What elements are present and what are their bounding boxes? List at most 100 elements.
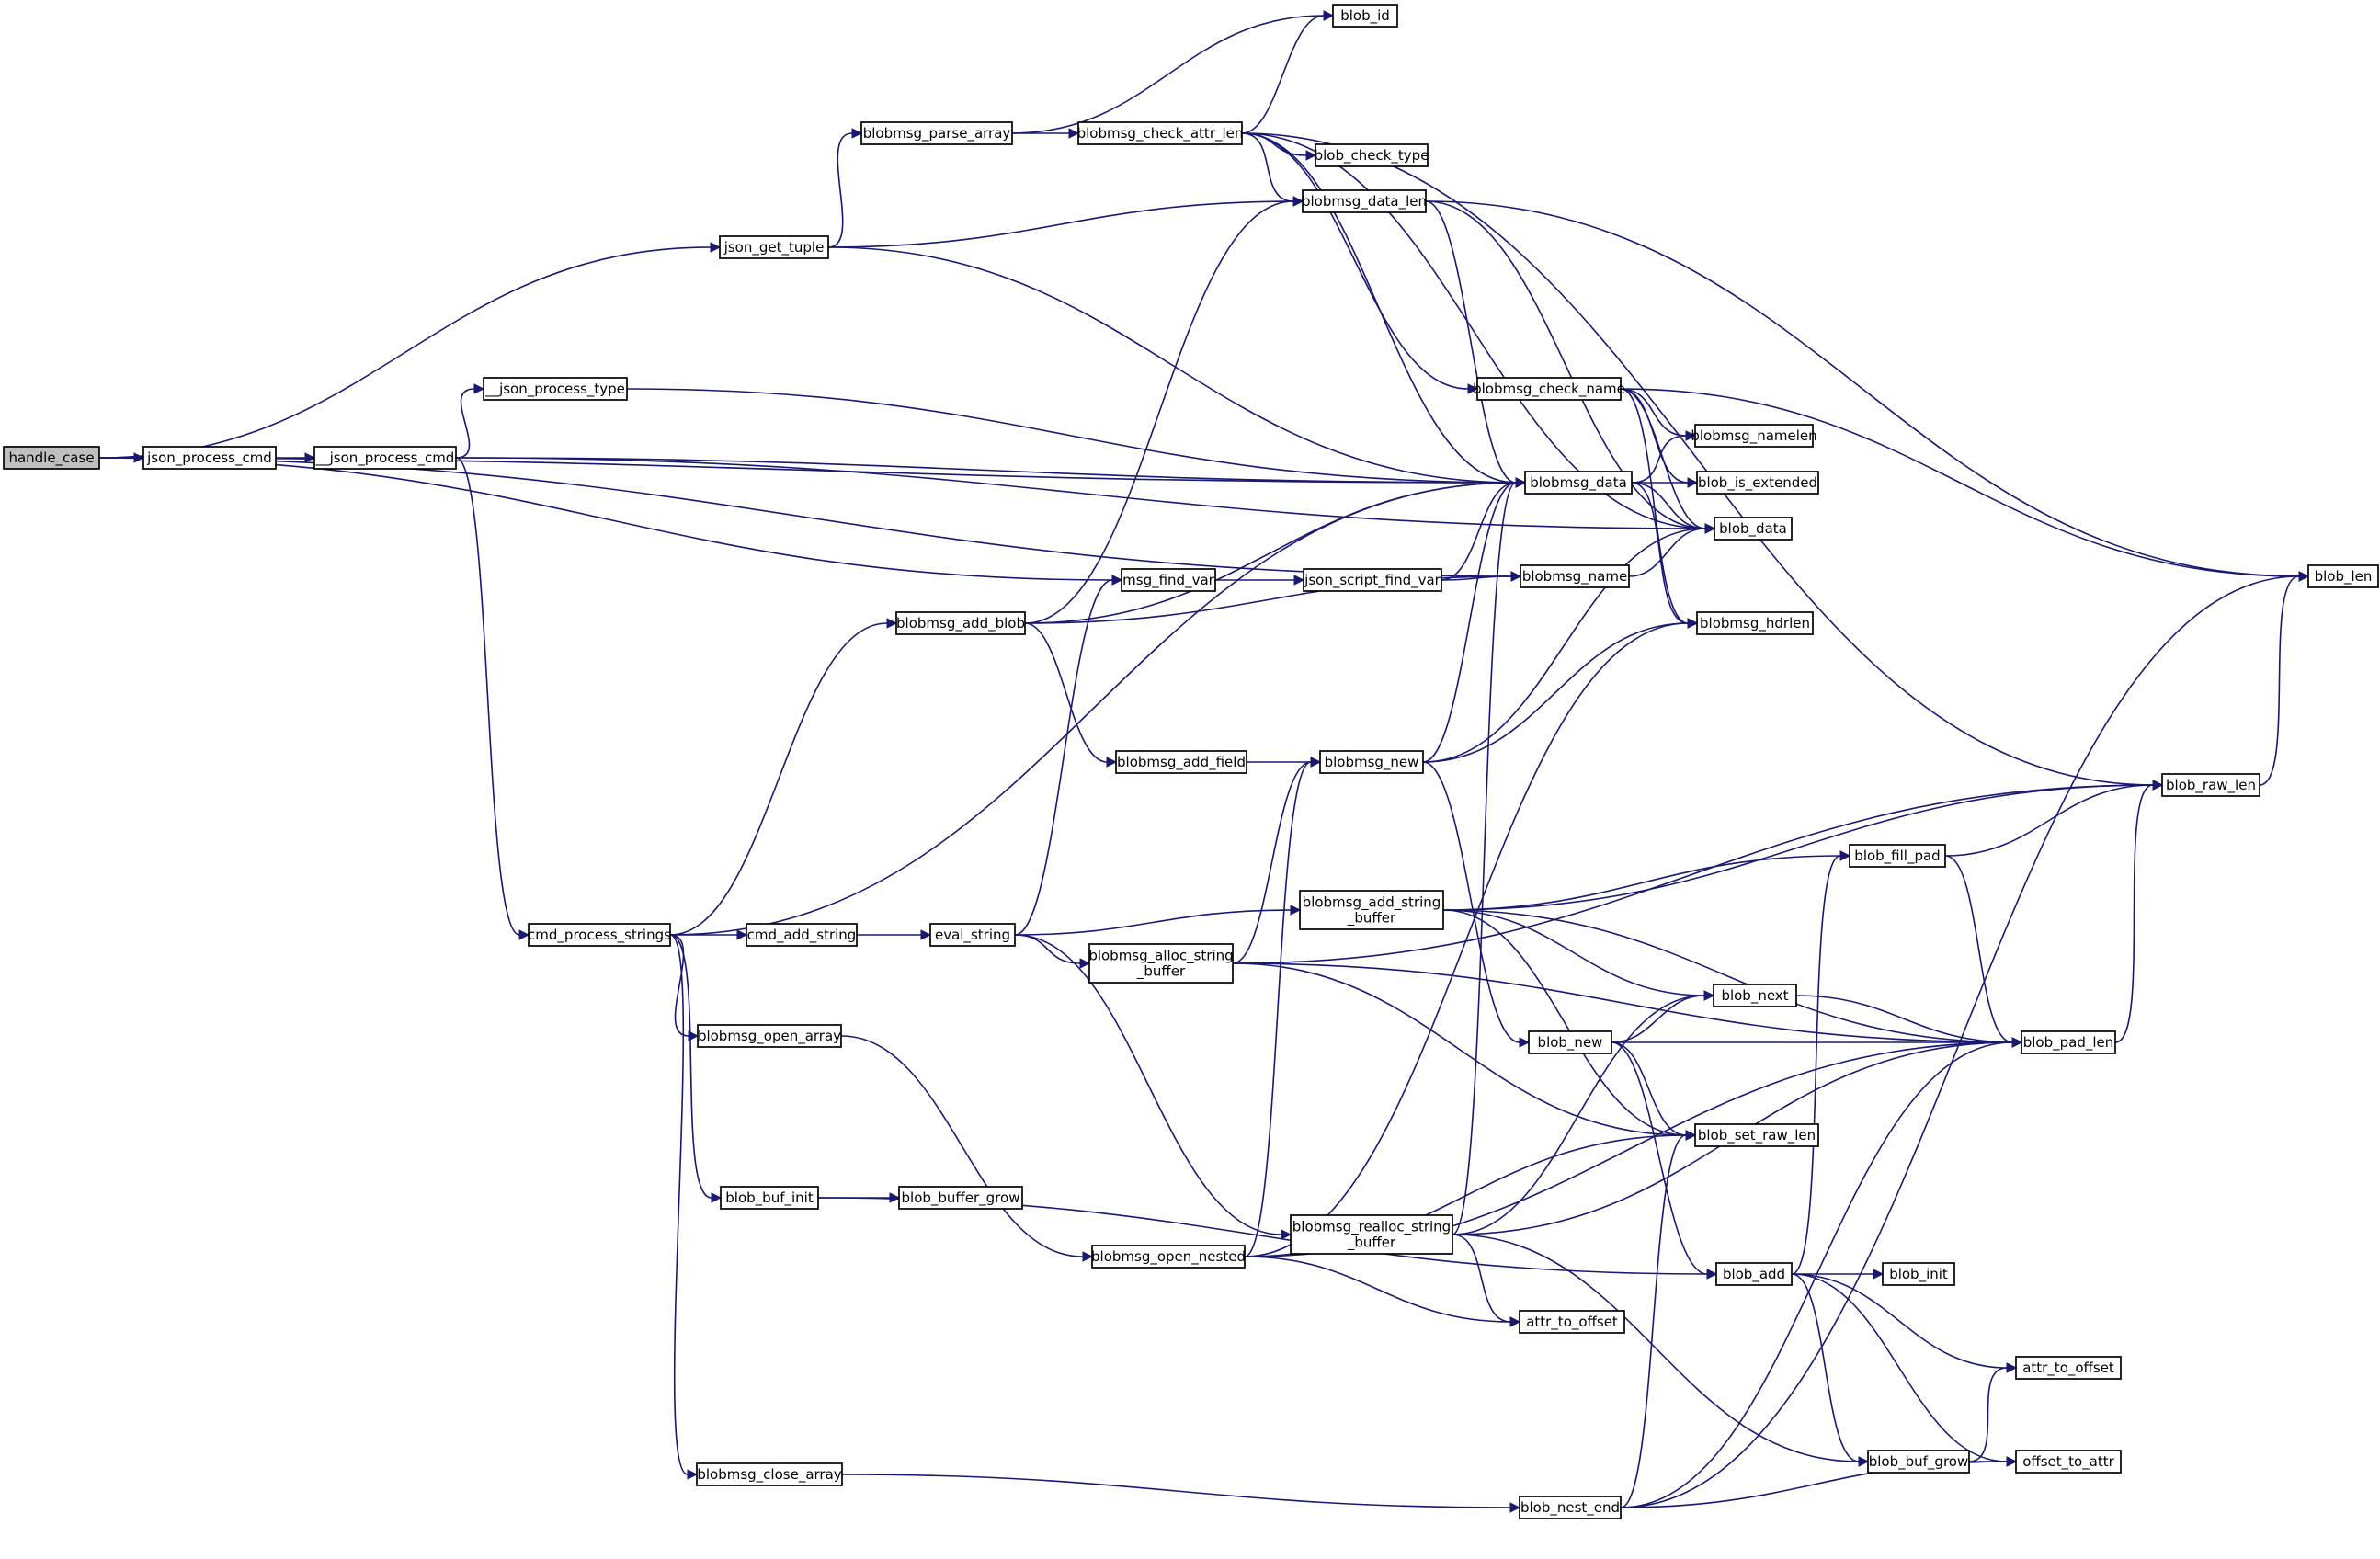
edge-line [1441,482,1517,581]
node-attr-to-offset-2[interactable]: attr_to_offset [2015,1356,2122,1380]
node-box [895,611,1026,635]
node-msg-find-var[interactable]: msg_find_var [1121,568,1216,592]
node-box [1319,750,1424,774]
node-blobmsg-name[interactable]: blobmsg_name [1520,564,1630,588]
node-blob-raw-len[interactable]: blob_raw_len [2161,773,2260,797]
node-blob-set-raw-len[interactable]: blob_set_raw_len [1694,1123,1819,1147]
edge-line [1241,132,1469,390]
node-blobmsg-add-field[interactable]: blobmsg_add_field [1115,750,1247,774]
node-label: blobmsg_check_attr_len [1077,125,1244,142]
node-blobmsg-check-name[interactable]: blobmsg_check_name [1473,377,1625,401]
edge-line [827,200,1294,248]
edge-blobmsg_open_nested-to-blobmsg_new [1244,757,1322,1257]
node-label: blobmsg_namelen [1691,427,1816,445]
node-blobmsg-check-attr-len[interactable]: blobmsg_check_attr_len [1077,121,1244,145]
edge-line [1244,1256,1511,1323]
node-blob-add[interactable]: blob_add [1715,1262,1793,1286]
edge-blobmsg_close_array-to-blob_nest_end [841,1474,1521,1513]
node-blob-id[interactable]: blob_id [1332,4,1398,28]
node-label: json_get_tuple [723,239,825,256]
node-blobmsg-parse-array[interactable]: blobmsg_parse_array [860,121,1013,145]
node-box [1088,943,1234,984]
node-blobmsg-open-nested[interactable]: blobmsg_open_nested [1091,1245,1246,1269]
edge-line [1611,1041,1708,1275]
node-attr-to-offset-1[interactable]: attr_to_offset [1519,1310,1625,1334]
node-blobmsg-close-array[interactable]: blobmsg_close_array [696,1462,843,1486]
node-blob-next[interactable]: blob_next [1713,984,1797,1007]
node-blob-buf-init[interactable]: blob_buf_init [720,1186,819,1210]
node---json-process-cmd[interactable]: __json_process_cmd [313,446,457,470]
edge-line [1620,388,1706,529]
node-box [528,923,671,947]
node-blobmsg-data-len[interactable]: blobmsg_data_len [1302,189,1427,213]
node-cmd-add-string[interactable]: cmd_add_string [746,923,858,947]
edge-arrowhead [1082,1251,1094,1262]
node-blobmsg-open-array[interactable]: blobmsg_open_array [697,1024,842,1048]
edge-blob_pad_len-to-blob_raw_len [2114,780,2164,1043]
node-box [2015,1450,2122,1474]
node-label: blob_check_type [1315,147,1429,165]
edge-line [455,388,475,459]
node-blobmsg-add-string-buffer[interactable]: blobmsg_add_string_buffer [1299,890,1444,930]
node-handle-case[interactable]: handle_case [3,446,100,470]
node-label: blobmsg_open_array [698,1028,841,1045]
node-json-get-tuple[interactable]: json_get_tuple [719,235,829,259]
node-json-process-cmd[interactable]: json_process_cmd [142,446,277,470]
edge-arrowhead [1106,757,1118,768]
edge-blobmsg_alloc_string_buffer-to-blobmsg_new [1232,757,1322,964]
node-label: attr_to_offset [1526,1314,1618,1331]
node-blobmsg-alloc-string-buffer[interactable]: blobmsg_alloc_string_buffer [1088,943,1234,984]
node-blob-new[interactable]: blob_new [1528,1030,1612,1054]
node-label: handle_case [8,449,94,467]
node-blobmsg-new[interactable]: blobmsg_new [1319,750,1424,774]
edge-blobmsg_alloc_string_buffer-to-blob_pad_len [1232,962,2023,1048]
edge-blobmsg_check_attr_len-to-blobmsg_data [1241,132,1527,488]
node-blobmsg-data[interactable]: blobmsg_data [1524,471,1633,495]
node-box [1077,121,1243,145]
node-blob-check-type[interactable]: blob_check_type [1315,143,1429,167]
node-blob-buffer-grow[interactable]: blob_buffer_grow [898,1186,1023,1210]
node-cmd-process-strings[interactable]: cmd_process_strings [528,923,671,947]
node-label: cmd_add_string [747,927,857,944]
node-label: blobmsg_add_string [1303,894,1441,912]
node-offset-to-attr[interactable]: offset_to_attr [2015,1450,2122,1474]
edge-arrowhead [1687,477,1699,488]
node-blobmsg-realloc-string-buffer[interactable]: blobmsg_realloc_string_buffer [1290,1214,1453,1255]
node-blob-data[interactable]: blob_data [1714,517,1793,541]
edge-handle_case-to-json_get_tuple [98,242,722,459]
node-blob-pad-len[interactable]: blob_pad_len [2021,1030,2116,1054]
edge-line [1631,482,1706,529]
node-box [1528,1030,1612,1054]
node-box [1121,568,1216,592]
node-blob-len[interactable]: blob_len [2307,564,2379,588]
node---json-process-type[interactable]: __json_process_type [483,377,628,401]
edge-blobmsg_data-to-blob_is_extended [1632,477,1699,488]
edge-blobmsg_check_attr_len-to-blob_id [1241,10,1335,134]
edge-arrowhead [886,618,898,629]
node-blob-init[interactable]: blob_init [1882,1262,1955,1286]
edge-line [1241,132,1294,202]
edge-__json_process_type-to-blobmsg_data [626,388,1527,488]
edge-blob_new-to-blob_set_raw_len [1611,1041,1697,1141]
node-blobmsg-namelen[interactable]: blobmsg_namelen [1691,424,1817,448]
node-label: json_script_find_var [1304,572,1441,589]
edge-arrowhead [1292,196,1304,207]
edge-blobmsg_add_string_buffer-to-blob_pad_len [1442,909,2023,1048]
edge-line [1611,995,1705,1043]
edge-arrowhead [1467,383,1479,394]
node-blobmsg-add-blob[interactable]: blobmsg_add_blob [895,611,1026,635]
node-blob-fill-pad[interactable]: blob_fill_pad [1849,844,1946,868]
node-label: blobmsg_name [1522,568,1627,586]
node-blob-nest-end[interactable]: blob_nest_end [1519,1496,1622,1519]
edge-arrowhead [711,1192,723,1203]
edge-line [1422,761,1520,1043]
node-eval-string[interactable]: eval_string [929,923,1016,947]
node-blob-is-extended[interactable]: blob_is_extended [1696,471,1819,495]
edge-line [1620,575,2300,1508]
edge-cmd_process_strings-to-cmd_add_string [669,929,748,940]
node-blobmsg-hdrlen[interactable]: blobmsg_hdrlen [1696,611,1814,635]
node-box [1867,1450,1970,1474]
node-json-script-find-var[interactable]: json_script_find_var [1303,568,1442,592]
node-blob-buf-grow[interactable]: blob_buf_grow [1867,1450,1970,1474]
edge-eval_string-to-blobmsg_realloc_string_buffer [1014,934,1292,1240]
